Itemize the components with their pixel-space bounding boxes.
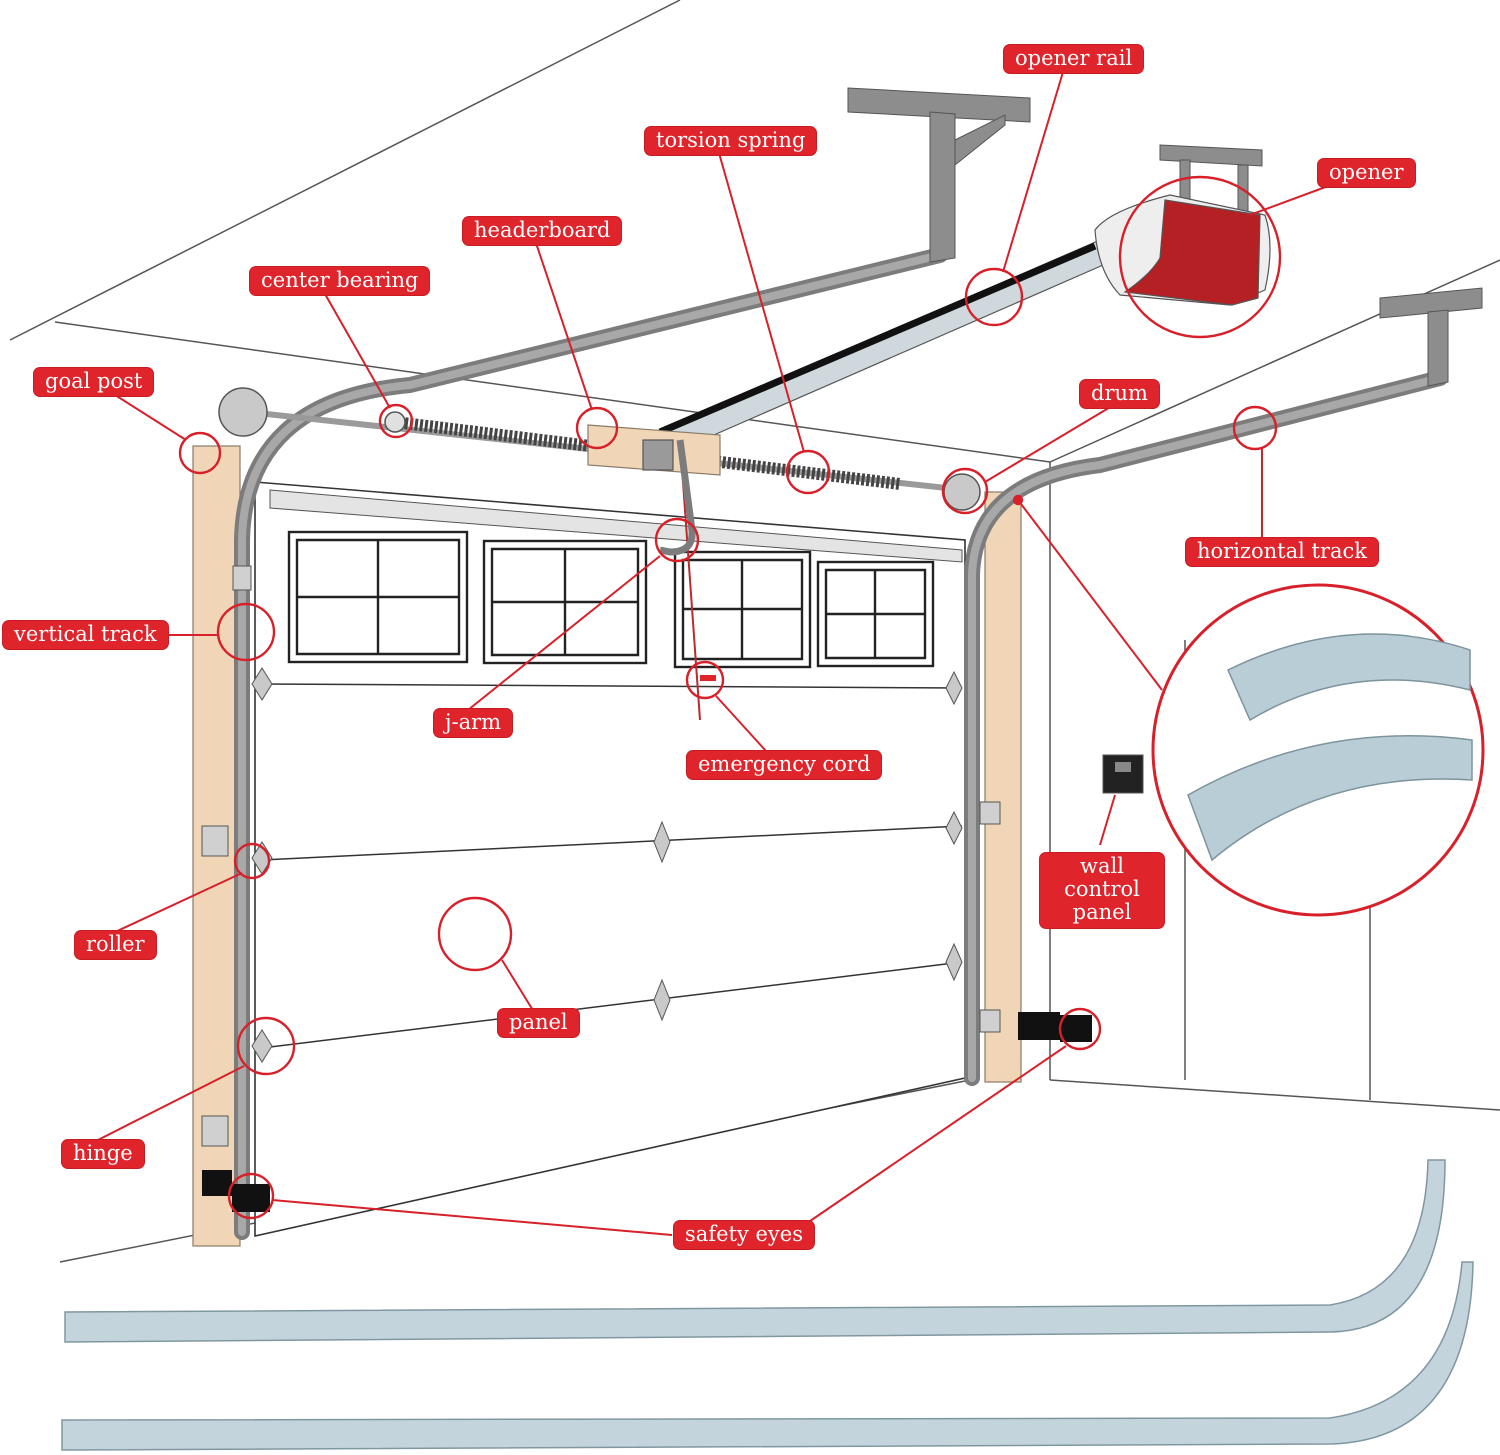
track-brackets (201, 565, 1001, 1147)
left-track (234, 247, 948, 1240)
circle-horizontal-track (1232, 405, 1278, 451)
safety-eye-art (202, 1012, 1092, 1212)
circle-opener-rail (964, 267, 1024, 327)
right-ceiling-bracket (1379, 287, 1483, 387)
right-track (964, 370, 1448, 1086)
door-windows (287, 530, 935, 669)
circle-headerboard (575, 406, 619, 450)
circle-j-arm (654, 517, 700, 563)
circle-roller (233, 842, 271, 880)
opener-unit (1094, 194, 1271, 306)
label-vertical-track: vertical track (3, 621, 168, 649)
label-opener-rail: opener rail (1004, 45, 1144, 73)
circle-drum (941, 467, 989, 515)
label-goal-post: goal post (34, 368, 154, 396)
emergency-handle-art (700, 675, 716, 681)
left-ceiling-bracket (847, 87, 1031, 263)
spare-track-pieces (61, 1159, 1474, 1451)
circle-goal-post (178, 431, 222, 475)
door-top-strip (269, 489, 963, 563)
j-arm-art (659, 439, 696, 556)
wood-jambs (192, 445, 1022, 1247)
panel-seams (261, 683, 963, 1049)
label-safety-eyes: safety eyes (674, 1221, 814, 1249)
circle-safety-eye-right (1058, 1007, 1102, 1051)
label-opener: opener (1318, 159, 1415, 187)
label-headerboard: headerboard (463, 217, 622, 245)
circle-emergency-cord (685, 660, 725, 700)
label-hinge: hinge (62, 1140, 144, 1168)
circle-center-bearing (378, 403, 414, 439)
label-j-arm: j-arm (434, 709, 513, 737)
headerboard-art (587, 424, 721, 476)
circle-panel (437, 896, 513, 972)
circle-opener (1118, 175, 1282, 339)
label-center-bearing: center bearing (250, 267, 430, 295)
door-hinges (251, 667, 963, 1063)
label-panel: panel (498, 1009, 579, 1037)
circle-safety-eye-left (227, 1172, 275, 1220)
track-zoom-detail (1151, 583, 1485, 917)
label-roller: roller (75, 931, 156, 959)
circle-vertical-track (216, 602, 276, 662)
label-wall-control-panel: wall control panel (1040, 853, 1164, 928)
label-emergency-cord: emergency cord (687, 751, 882, 779)
label-torsion-spring: torsion spring (645, 127, 817, 155)
circle-hinge (236, 1016, 296, 1076)
label-horizontal-track: horizontal track (1186, 538, 1378, 566)
callout-circles (178, 175, 1282, 1220)
wall-control-art (1102, 754, 1144, 794)
circle-torsion-spring (785, 449, 831, 495)
label-drum: drum (1080, 380, 1159, 408)
